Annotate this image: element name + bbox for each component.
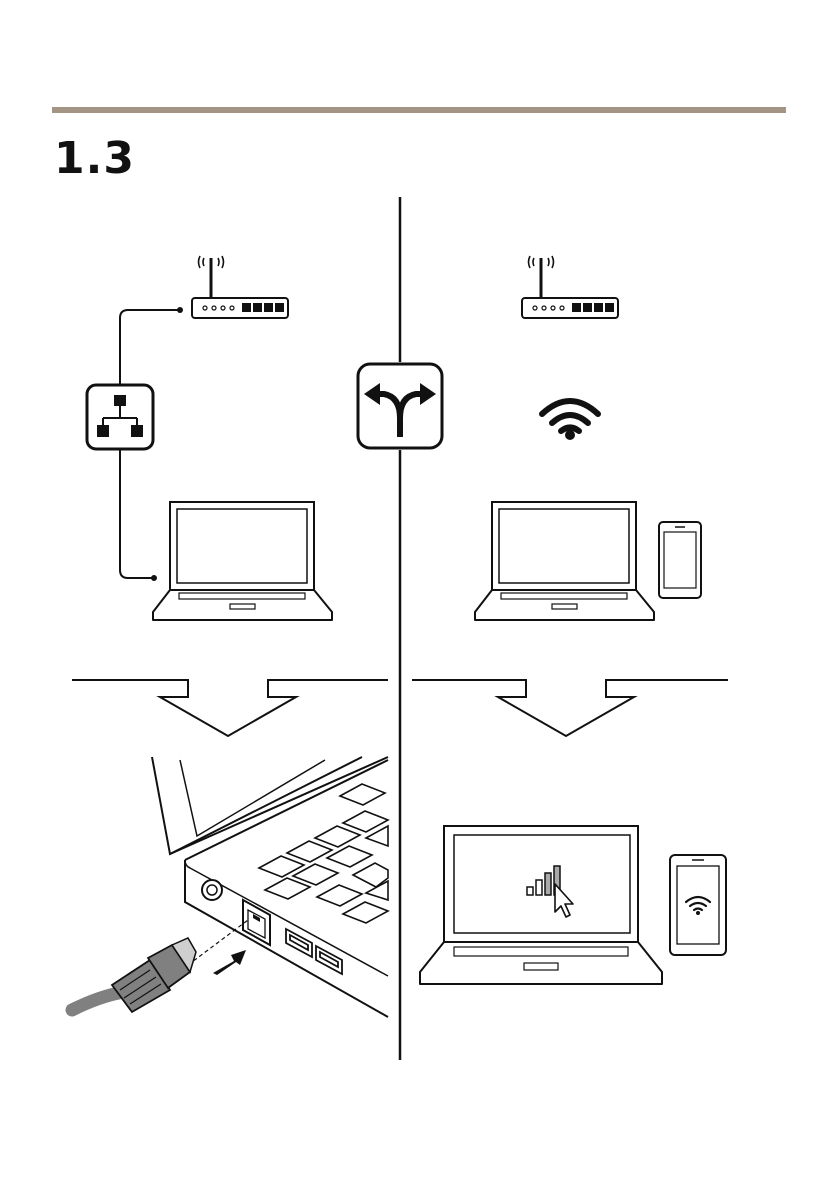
laptop-icon	[153, 502, 332, 620]
down-arrow-right	[412, 680, 728, 736]
smartphone-icon	[659, 522, 701, 598]
ethernet-plug-icon	[72, 938, 196, 1012]
network-topology-icon	[87, 385, 153, 449]
router-icon	[192, 256, 288, 318]
laptop-side-view	[152, 757, 388, 1017]
insert-arrow-icon	[213, 950, 246, 975]
laptop-icon	[475, 502, 654, 620]
smartphone-icon	[670, 855, 726, 955]
laptop-icon	[420, 826, 662, 984]
down-arrow-left	[72, 680, 388, 736]
fork-arrows-icon	[358, 364, 442, 448]
router-icon	[522, 256, 618, 318]
wifi-icon	[542, 401, 598, 431]
